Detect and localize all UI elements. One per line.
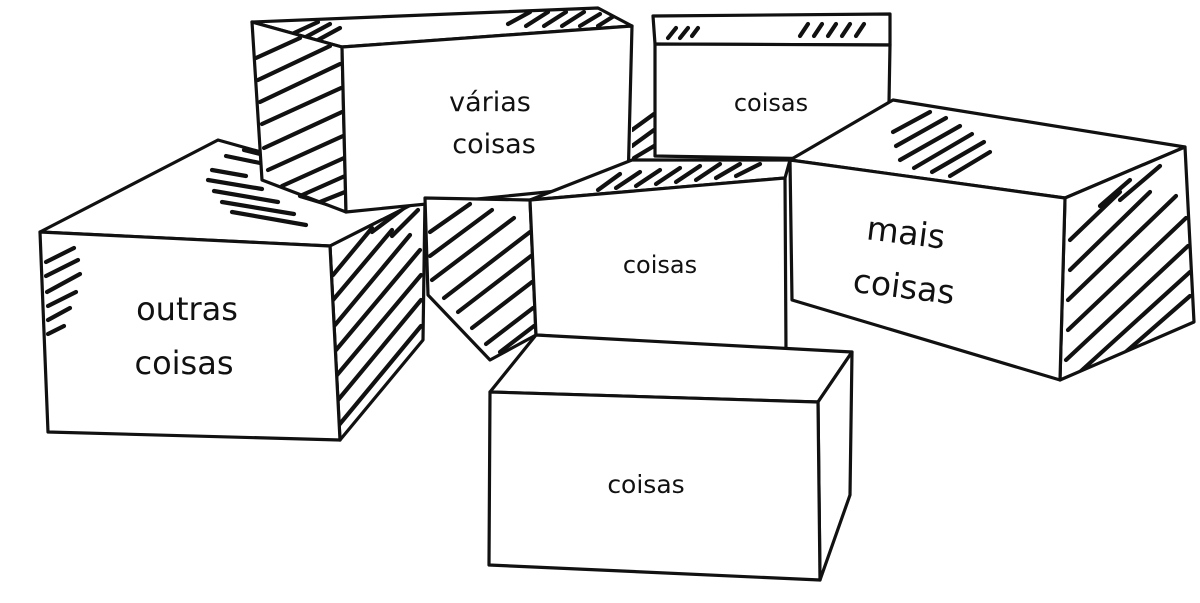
box-mais-coisas: mais coisas xyxy=(788,98,1196,382)
box-coisas-middle: coisas xyxy=(423,158,792,362)
box-label-line2: coisas xyxy=(134,344,233,382)
hatch-shading xyxy=(632,111,655,160)
hatch-shading xyxy=(665,21,867,41)
hatch-shading xyxy=(1063,163,1193,375)
box-label-line1: coisas xyxy=(623,251,697,279)
box-label-line1: várias xyxy=(449,87,531,118)
hatch-shading xyxy=(289,9,617,43)
box-varias-coisas: várias coisas xyxy=(250,6,634,214)
box-front-face xyxy=(38,230,342,442)
box-label-line1: coisas xyxy=(607,470,684,499)
box-top-face xyxy=(488,333,854,404)
box-front-face xyxy=(788,158,1067,382)
box-label-line1: mais xyxy=(864,208,947,256)
hatch-shading xyxy=(43,245,83,337)
hatch-shading xyxy=(427,201,536,355)
box-label-line1: coisas xyxy=(734,89,808,117)
hatch-shading xyxy=(253,35,346,205)
hatch-shading xyxy=(595,161,763,193)
box-label-line2: coisas xyxy=(452,129,536,160)
box-label-line1: outras xyxy=(136,290,238,328)
box-front-face xyxy=(487,390,822,582)
box-coisas-front: coisas xyxy=(487,333,854,582)
hatch-shading xyxy=(890,109,993,179)
box-coisas-top: coisas xyxy=(632,12,892,162)
